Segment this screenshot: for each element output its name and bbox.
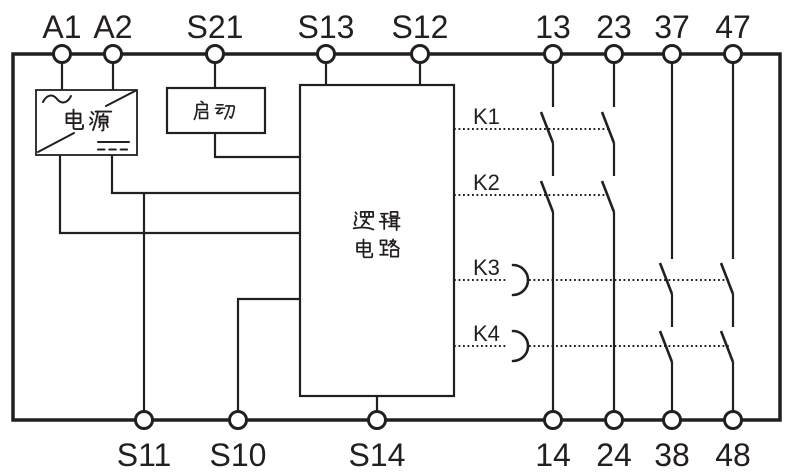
contact-37-k4-blade	[658, 330, 674, 363]
contact-columns	[539, 63, 735, 411]
terminal-label-47: 47	[715, 9, 751, 45]
logic-block: 逻辑 电路	[298, 83, 456, 398]
logic-box	[298, 83, 456, 398]
terminal-47	[723, 44, 743, 64]
terminal-label-s11: S11	[117, 437, 172, 473]
relay-k4-delay-arc-icon	[511, 329, 530, 363]
terminal-s21	[205, 44, 225, 64]
relay-k3-delay-arc-icon	[511, 263, 530, 297]
terminal-37	[662, 44, 682, 64]
contact-23-k2-blade	[600, 180, 616, 213]
wire-power-out-right-to-logic	[110, 155, 300, 195]
terminal-s13	[316, 44, 336, 64]
terminal-24	[604, 410, 624, 430]
terminal-label-24: 24	[596, 437, 632, 473]
terminal-s11	[134, 410, 154, 430]
terminal-label-13: 13	[535, 9, 571, 45]
contact-47-k3-blade	[719, 262, 735, 295]
contact-37-k3-blade	[658, 262, 674, 295]
relay-k4-label: K4	[473, 321, 500, 346]
internal-wires	[58, 63, 422, 411]
top-terminal-labels: A1 A2 S21 S13 S12 13 23 37 47	[42, 9, 750, 45]
terminal-14	[543, 410, 563, 430]
contact-23-k1-blade	[600, 111, 616, 144]
contact-47-k4-blade	[719, 330, 735, 363]
terminal-label-s13: S13	[298, 9, 355, 45]
contact-13-k2-blade	[539, 180, 555, 213]
terminal-label-s10: S10	[210, 437, 267, 473]
wire-s10-to-logic	[236, 297, 300, 411]
terminal-label-a2: A2	[93, 9, 132, 45]
start-block: 启动	[165, 86, 267, 135]
terminal-a1	[52, 44, 72, 64]
bottom-terminals	[134, 410, 743, 430]
terminal-label-48: 48	[715, 437, 751, 473]
terminal-label-38: 38	[654, 437, 690, 473]
terminal-s14	[367, 410, 387, 430]
terminal-label-14: 14	[535, 437, 571, 473]
terminal-13	[543, 44, 563, 64]
terminal-48	[723, 410, 743, 430]
terminal-label-a1: A1	[42, 9, 81, 45]
terminal-label-s21: S21	[187, 9, 244, 45]
wire-start-to-logic	[213, 133, 300, 159]
terminal-label-s12: S12	[392, 9, 449, 45]
terminal-label-23: 23	[596, 9, 632, 45]
relay-k1-label: K1	[473, 104, 500, 129]
terminal-label-s14: S14	[349, 437, 406, 473]
ac-symbol: ~	[42, 94, 72, 104]
relay-k2-label: K2	[473, 170, 500, 195]
terminal-label-37: 37	[654, 9, 690, 45]
top-terminals	[52, 44, 743, 64]
power-block: ~ ⎓ 电源	[35, 89, 138, 156]
terminal-s10	[228, 410, 248, 430]
terminal-38	[662, 410, 682, 430]
converter-diagonal-upper	[105, 90, 136, 107]
terminal-s12	[410, 44, 430, 64]
terminal-a2	[103, 44, 123, 64]
bottom-terminal-labels: S11 S10 S14 14 24 38 48	[117, 437, 751, 473]
terminal-23	[604, 44, 624, 64]
contact-13-k1-blade	[539, 111, 555, 144]
module-outline	[11, 52, 782, 422]
wire-power-out-left-to-logic	[58, 155, 300, 235]
converter-diagonal-lower	[37, 132, 75, 153]
relay-k3-label: K3	[473, 255, 500, 280]
relay-rows: K1 K2 K3 K4	[454, 104, 731, 363]
start-box	[165, 86, 267, 135]
dc-symbol: ⎓	[97, 141, 130, 151]
